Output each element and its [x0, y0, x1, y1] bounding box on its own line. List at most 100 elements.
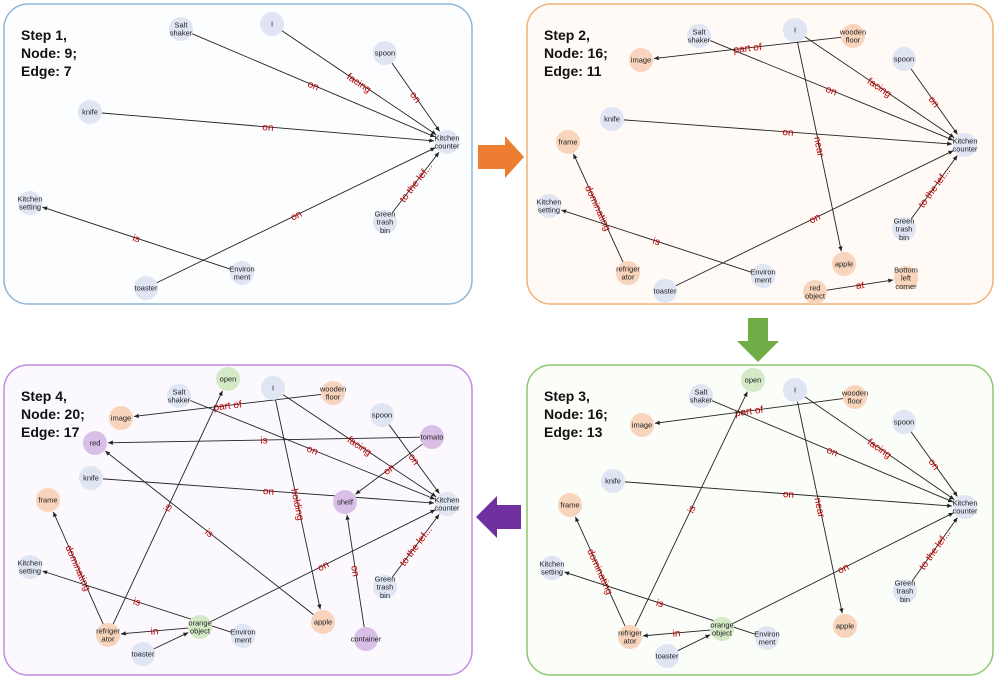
node-circle: [953, 133, 977, 157]
node-label: Green: [895, 578, 916, 587]
node-label: setting: [19, 203, 41, 212]
node-label: Kitchen: [434, 134, 459, 143]
node-shelf: shelf: [333, 490, 357, 514]
node-circle: [783, 378, 807, 402]
node-circle: [803, 280, 827, 304]
edge-orange-counter: [210, 509, 436, 623]
node-label: image: [631, 56, 651, 65]
edge-fridge-frame: [574, 516, 626, 627]
panel-title-line: Edge: 7: [21, 63, 72, 79]
node-frame: frame: [558, 493, 582, 517]
node-image: image: [109, 406, 133, 430]
node-label: Green: [375, 574, 396, 583]
node-label: object: [712, 629, 733, 638]
edge-label: on: [306, 79, 321, 93]
edge-label: near: [811, 497, 826, 520]
node-knife: knife: [79, 466, 103, 490]
node-circle: [370, 403, 394, 427]
node-circle: [83, 431, 107, 455]
node-label: ator: [622, 273, 635, 282]
edge-label: on: [316, 559, 331, 574]
node-label: Environ: [754, 630, 779, 639]
node-label: knife: [82, 108, 98, 117]
node-label: trash: [896, 225, 913, 234]
node-spoon: spoon: [892, 47, 916, 71]
node-label: ment: [759, 638, 777, 647]
node-label: Kitchen: [536, 198, 561, 207]
node-circle: [892, 410, 916, 434]
node-circle: [601, 469, 625, 493]
edge-orange-counter: [732, 512, 954, 625]
node-label: open: [220, 375, 237, 384]
panel-title-line: Node: 16;: [544, 406, 608, 422]
edge-label: on: [406, 452, 421, 467]
edge-label: in: [672, 628, 681, 640]
panel-title-line: Node: 9;: [21, 45, 77, 61]
node-label: counter: [952, 145, 978, 154]
edge-salt-counter: [711, 400, 954, 503]
edge-bin-counter: [911, 517, 958, 582]
node-label: Salt: [693, 28, 707, 37]
node-label: shelf: [337, 498, 354, 507]
edge-label: is: [260, 435, 267, 446]
node-label: I: [794, 26, 796, 35]
node-spoon: spoon: [373, 41, 397, 65]
node-label: setting: [19, 567, 41, 576]
node-label: orange: [710, 621, 733, 630]
panel-title-line: Node: 16;: [544, 45, 608, 61]
node-label: toaster: [135, 284, 158, 293]
node-label: apple: [314, 618, 332, 627]
node-label: I: [272, 384, 274, 393]
edge-i-counter: [282, 394, 437, 498]
edge-tomato-red: [107, 436, 421, 445]
node-label: Salt: [175, 21, 189, 30]
node-label: counter: [434, 504, 460, 513]
edge-label: is: [655, 598, 665, 611]
node-circle: [629, 48, 653, 72]
node-label: Bottom: [894, 265, 918, 274]
node-open: open: [216, 367, 240, 391]
node-circle: [435, 130, 459, 154]
node-label: toaster: [132, 650, 155, 659]
edge-env-setting: [42, 206, 231, 270]
node-circle: [78, 100, 102, 124]
edge-floor-image: [654, 398, 844, 425]
node-label: spoon: [894, 418, 914, 427]
node-open: open: [741, 368, 765, 392]
edge-label: on: [926, 457, 941, 472]
node-circle: [537, 194, 561, 218]
node-label: Green: [375, 209, 396, 218]
node-circle: [321, 381, 345, 405]
edge-tomato-shelf: [355, 443, 423, 495]
panel-border: [526, 3, 994, 305]
edge-bin-counter: [910, 155, 958, 220]
edge-bin-counter: [391, 151, 440, 213]
node-spoon: spoon: [892, 410, 916, 434]
node-label: ment: [755, 276, 773, 285]
node-label: refriger: [616, 265, 640, 274]
node-image: image: [629, 48, 653, 72]
panel-title: Step 1,Node: 9;Edge: 7: [21, 27, 77, 79]
node-circle: [689, 384, 713, 408]
node-label: Kitchen: [952, 137, 977, 146]
node-circle: [540, 556, 564, 580]
node-circle: [687, 24, 711, 48]
node-label: shaker: [170, 29, 193, 38]
